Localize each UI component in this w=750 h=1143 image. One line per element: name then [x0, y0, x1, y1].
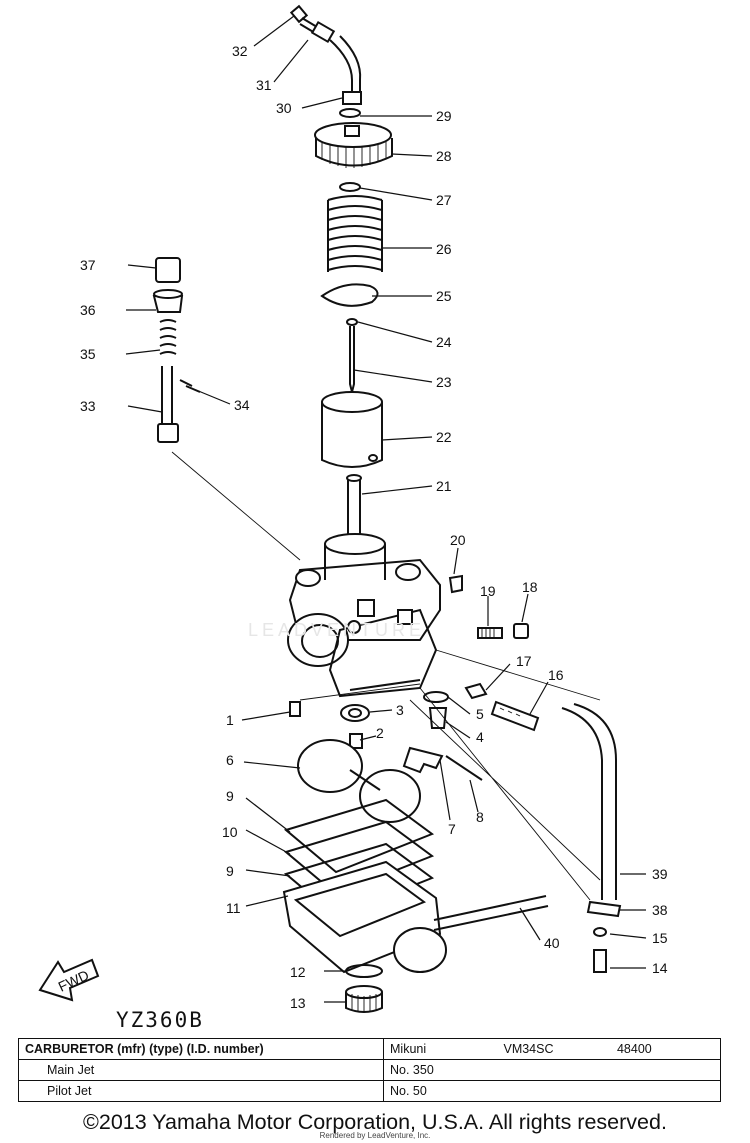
spec-row-value: No. 350 [383, 1059, 721, 1081]
throttle-valve [321, 391, 383, 468]
float-arm-and-pin [402, 746, 483, 781]
forward-arrow-icon: FWD [38, 958, 100, 1002]
callout-1: 1 [226, 712, 234, 728]
spec-header-values: Mikuni VM34SC 48400 [383, 1038, 721, 1060]
callout-22: 22 [436, 429, 452, 445]
callout-10: 10 [222, 824, 238, 840]
spec-type: VM34SC [503, 1042, 554, 1056]
float-bowl [282, 860, 447, 974]
hose-clamp [586, 900, 622, 918]
callout-2: 2 [376, 725, 384, 741]
callout-23: 23 [436, 374, 452, 390]
render-note: Rendered by LeadVenture, Inc. [319, 1131, 431, 1140]
callout-16: 16 [548, 667, 564, 683]
fuel-hose [561, 703, 617, 900]
callout-35: 35 [80, 346, 96, 362]
callout-28: 28 [436, 148, 452, 164]
table-row: CARBURETOR (mfr) (type) (I.D. number) Mi… [18, 1038, 721, 1060]
callout-8: 8 [476, 809, 484, 825]
washer-15 [593, 927, 607, 937]
table-row: Main Jet No. 350 [18, 1059, 721, 1081]
spec-row-label: Pilot Jet [18, 1080, 384, 1102]
throttle-cable-adjuster [289, 4, 362, 105]
callout-20: 20 [450, 532, 466, 548]
ring-27 [339, 182, 361, 192]
spec-row-label: Main Jet [18, 1059, 384, 1081]
callout-26: 26 [436, 241, 452, 257]
leader-lines [125, 15, 647, 1003]
callout-21: 21 [436, 478, 452, 494]
callout-36: 36 [80, 302, 96, 318]
copyright-notice: ©2013 Yamaha Motor Corporation, U.S.A. A… [83, 1110, 667, 1134]
mixing-chamber-cap [314, 122, 393, 168]
spec-header-label: CARBURETOR (mfr) (type) (I.D. number) [18, 1038, 384, 1060]
washer-29 [339, 108, 361, 118]
needle-clip [346, 318, 358, 326]
needle-jet [346, 474, 362, 536]
model-code: YZ360B [116, 1008, 204, 1032]
callout-27: 27 [436, 192, 452, 208]
callout-34: 34 [234, 397, 250, 413]
callout-9a: 9 [226, 788, 234, 804]
carburetor-body [287, 533, 441, 698]
callout-25: 25 [436, 288, 452, 304]
watermark: LEADVENTURE [248, 620, 426, 640]
callout-4: 4 [476, 729, 484, 745]
callout-24: 24 [436, 334, 452, 350]
callout-37: 37 [80, 257, 96, 273]
needle-retainer-plate [320, 283, 379, 307]
spec-mfr: Mikuni [390, 1042, 427, 1056]
bolt-14 [593, 949, 607, 973]
float-valve-parts [289, 682, 540, 749]
callout-19: 19 [480, 583, 496, 599]
overflow-tube [433, 895, 549, 931]
callout-9b: 9 [226, 863, 234, 879]
callout-39: 39 [652, 866, 668, 882]
callout-6: 6 [226, 752, 234, 768]
starter-plunger-assembly [152, 257, 201, 443]
spec-id-number: 48400 [616, 1042, 652, 1056]
callout-3: 3 [396, 702, 404, 718]
callout-33: 33 [80, 398, 96, 414]
air-screw-20 [448, 574, 463, 594]
callout-18: 18 [522, 579, 538, 595]
jet-needle [349, 326, 355, 393]
callout-15: 15 [652, 930, 668, 946]
throttle-spring [327, 195, 383, 272]
callout-40: 40 [544, 935, 560, 951]
callout-numbers: 1 2 3 4 5 6 7 8 9 9 10 11 12 13 14 15 16… [80, 43, 668, 1011]
drain-washer [345, 964, 383, 978]
callout-38: 38 [652, 902, 668, 918]
spec-row-value: No. 50 [383, 1080, 721, 1102]
drain-plug [345, 985, 383, 1013]
callout-7: 7 [448, 821, 456, 837]
callout-30: 30 [276, 100, 292, 116]
callout-17: 17 [516, 653, 532, 669]
callout-32: 32 [232, 43, 248, 59]
carburetor-spec-table: CARBURETOR (mfr) (type) (I.D. number) Mi… [18, 1038, 721, 1102]
callout-31: 31 [256, 77, 272, 93]
callout-29: 29 [436, 108, 452, 124]
carburetor-exploded-diagram: FWD [38, 4, 668, 1013]
callout-5: 5 [476, 706, 484, 722]
float-assembly [297, 739, 421, 823]
table-row: Pilot Jet No. 50 [18, 1080, 721, 1102]
callout-12: 12 [290, 964, 306, 980]
idle-screw-assembly [477, 623, 529, 639]
callout-13: 13 [290, 995, 306, 1011]
callout-14: 14 [652, 960, 668, 976]
callout-11: 11 [226, 900, 241, 916]
